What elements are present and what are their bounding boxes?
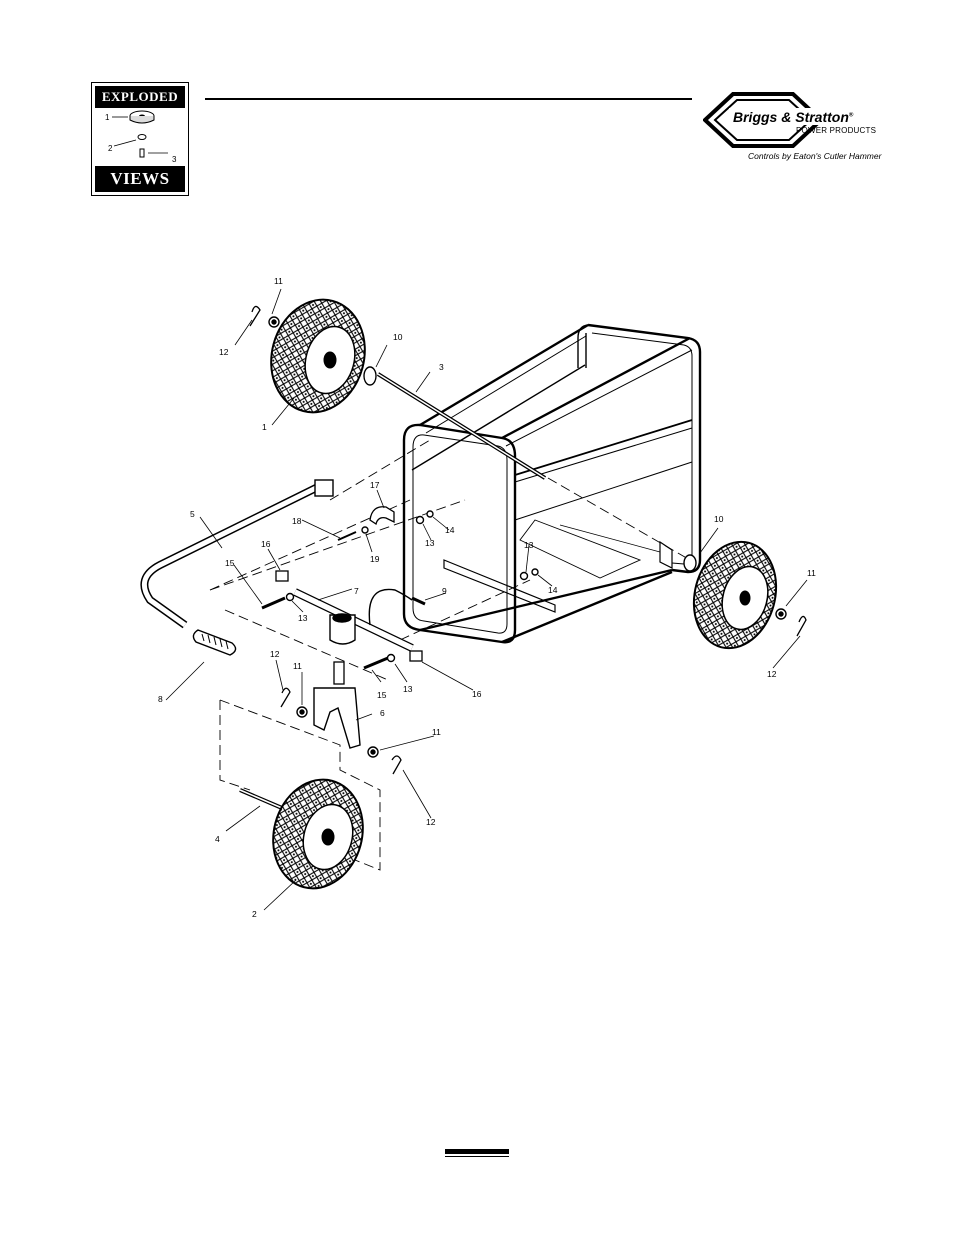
part-label-14: 14 <box>445 525 455 535</box>
part-label-12: 12 <box>219 347 229 357</box>
part-label-1: 1 <box>262 422 267 432</box>
part-label-15: 15 <box>377 690 387 700</box>
footer-rule <box>445 1149 509 1154</box>
part-label-15: 15 <box>225 558 235 568</box>
part-label-5: 5 <box>190 509 195 519</box>
part-label-11: 11 <box>807 568 816 578</box>
part-label-3: 3 <box>439 362 444 372</box>
part-label-10: 10 <box>714 514 724 524</box>
part-label-12: 12 <box>767 669 777 679</box>
part-label-13: 13 <box>524 540 534 550</box>
part-label-4: 4 <box>215 834 220 844</box>
part-label-16: 16 <box>261 539 271 549</box>
part-label-19: 19 <box>370 554 380 564</box>
part-label-6: 6 <box>380 708 385 718</box>
part-label-11: 11 <box>293 661 302 671</box>
part-label-13: 13 <box>298 613 308 623</box>
part-label-11: 11 <box>274 276 283 286</box>
part-label-17: 17 <box>370 480 380 490</box>
part-label-9: 9 <box>442 586 447 596</box>
part-label-14: 14 <box>548 585 558 595</box>
part-label-8: 8 <box>158 694 163 704</box>
part-label-2: 2 <box>252 909 257 919</box>
part-label-13: 13 <box>425 538 435 548</box>
part-label-7: 7 <box>354 586 359 596</box>
part-label-10: 10 <box>393 332 403 342</box>
part-label-12: 12 <box>426 817 436 827</box>
part-label-16: 16 <box>472 689 482 699</box>
footer-rule-thin <box>445 1156 509 1157</box>
part-label-12: 12 <box>270 649 280 659</box>
part-label-13: 13 <box>403 684 413 694</box>
part-label-11: 11 <box>432 727 441 737</box>
part-label-18: 18 <box>292 516 302 526</box>
